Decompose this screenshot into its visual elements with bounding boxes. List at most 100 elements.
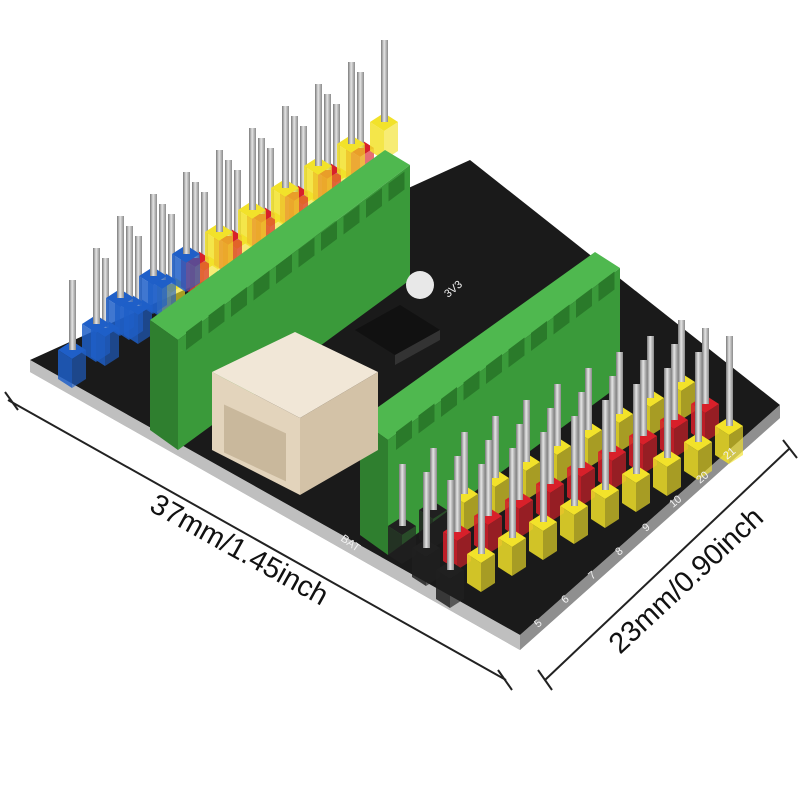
terminal-slot [343, 204, 360, 235]
header-pin [554, 384, 561, 446]
header-block-side [337, 144, 351, 182]
header-pin [702, 328, 709, 404]
header-block-face [186, 254, 200, 292]
terminal-slot [388, 171, 405, 202]
header-block-side [304, 166, 318, 204]
header-pin [609, 376, 616, 452]
mounting-hole [406, 271, 434, 299]
header-pin [547, 408, 554, 484]
terminal-slot [418, 403, 435, 434]
terminal-slot [366, 188, 382, 218]
header-block-side [412, 548, 426, 586]
header-block-face [72, 350, 86, 388]
header-block-side [139, 276, 153, 314]
header-pin [633, 384, 640, 474]
header-pin [249, 128, 256, 210]
header-pin [183, 172, 190, 254]
header-pin [192, 182, 199, 258]
header-pin [126, 226, 133, 302]
header-pin [291, 116, 298, 192]
header-pin [671, 344, 678, 420]
header-block-side [684, 442, 698, 480]
header-block-side [271, 188, 285, 226]
terminal-slot [276, 254, 292, 284]
terminal-slot [231, 287, 247, 317]
header-block-side [238, 210, 252, 248]
terminal-slot [598, 271, 615, 302]
left-pin-header [58, 40, 398, 388]
header-pin [540, 432, 547, 522]
header-block-side [560, 506, 574, 544]
header-pin [117, 216, 124, 298]
header-pin [423, 472, 430, 548]
header-pin [695, 352, 702, 442]
header-pin [647, 336, 654, 398]
terminal-slot [186, 320, 202, 350]
header-block-face [636, 474, 650, 512]
header-pin [578, 392, 585, 468]
header-pin [447, 480, 454, 570]
header-block-side [82, 324, 96, 362]
header-block-side [205, 232, 219, 270]
header-pin [492, 416, 499, 478]
header-pin [357, 72, 364, 148]
header-pin [159, 204, 166, 280]
header-block-face [667, 458, 681, 496]
header-pin [571, 416, 578, 506]
header-pin [678, 320, 685, 382]
header-block-side [172, 254, 186, 292]
terminal-slot [576, 288, 592, 318]
header-block-side [106, 298, 120, 336]
header-block-side [370, 122, 384, 160]
header-pin [201, 192, 208, 262]
header-pin [225, 160, 232, 236]
terminal-slot [463, 370, 480, 401]
terminal-slot [253, 270, 270, 301]
header-pin [168, 214, 175, 284]
terminal-slot [486, 354, 502, 384]
header-pin [478, 464, 485, 554]
header-block-face [512, 538, 526, 576]
header-pin [267, 148, 274, 218]
header-pin [102, 258, 109, 328]
header-block-face [384, 122, 398, 160]
header-block-side [591, 490, 605, 528]
header-block-face [481, 554, 495, 592]
header-block-side [388, 526, 402, 564]
header-pin [282, 106, 289, 188]
jst-connector [212, 332, 378, 495]
header-pin [726, 336, 733, 426]
header-pin [461, 432, 468, 494]
header-pin [516, 424, 523, 500]
header-pin [300, 126, 307, 196]
front-pin-header [388, 320, 743, 608]
header-pin [150, 194, 157, 276]
header-pin [216, 150, 223, 232]
header-block-side [498, 538, 512, 576]
header-pin [509, 448, 516, 538]
header-block-face [120, 298, 134, 336]
header-pin [664, 368, 671, 458]
header-block-face [96, 324, 110, 362]
header-pin [616, 352, 623, 414]
terminal-slot [508, 337, 525, 368]
header-pin [333, 104, 340, 174]
header-pin [69, 280, 76, 350]
terminal-slot [208, 303, 225, 334]
header-block-side [653, 458, 667, 496]
terminal-slot [396, 420, 412, 450]
header-pin [234, 170, 241, 240]
header-pin [324, 94, 331, 170]
header-block-face [729, 426, 743, 464]
header-block-side [58, 350, 72, 388]
header-pin [523, 400, 530, 462]
header-block-face [450, 570, 464, 608]
header-pin [602, 400, 609, 490]
header-block-face [153, 276, 167, 314]
header-pin [454, 456, 461, 532]
header-pin [348, 62, 355, 144]
header-pin [315, 84, 322, 166]
header-pin [640, 360, 647, 436]
terminal-slot [298, 237, 315, 268]
